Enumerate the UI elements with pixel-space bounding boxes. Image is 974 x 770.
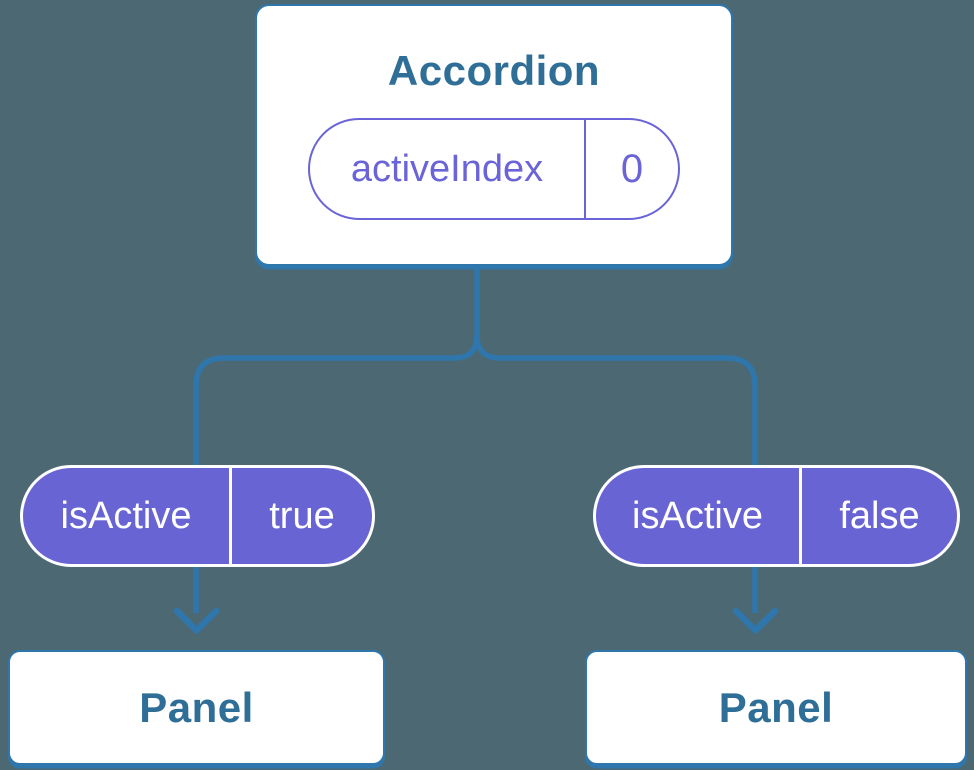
- panel-node-title: Panel: [139, 683, 254, 731]
- state-pill: activeIndex 0: [308, 118, 680, 220]
- arrow-down-icon: [732, 607, 779, 634]
- panel-node-right: Panel: [585, 650, 967, 765]
- prop-pill-value: true: [269, 495, 335, 537]
- accordion-node: Accordion activeIndex 0: [255, 4, 733, 266]
- state-pill-name: activeIndex: [310, 120, 586, 218]
- panel-node-title: Panel: [718, 683, 834, 731]
- prop-pill-name: isActive: [596, 468, 802, 564]
- accordion-node-title: Accordion: [387, 47, 601, 94]
- prop-pill-isactive-false: isActive false: [593, 465, 960, 567]
- prop-pill-isactive-true: isActive true: [20, 465, 375, 567]
- panel-node-left: Panel: [8, 650, 385, 765]
- prop-pill-name: isActive: [23, 468, 232, 564]
- prop-pill-value: false: [839, 495, 920, 537]
- state-pill-value: 0: [620, 147, 644, 191]
- arrow-down-icon: [173, 607, 220, 634]
